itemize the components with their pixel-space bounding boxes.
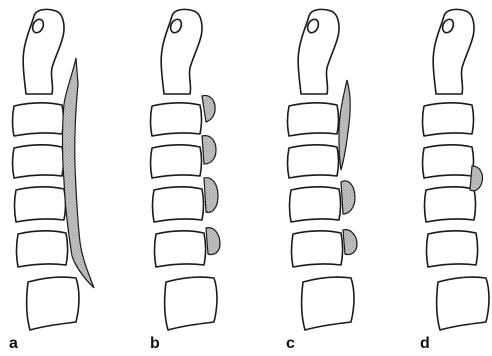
panel-label-c: c — [286, 336, 295, 352]
panel-label-d: d — [420, 336, 430, 352]
ossified-segment-lower-2 — [343, 230, 357, 255]
ossified-segment-3 — [204, 178, 218, 213]
panel-label-a: a — [9, 336, 18, 352]
ossified-segment-4 — [206, 228, 220, 255]
panel-a — [13, 9, 95, 330]
ossified-focus — [470, 166, 483, 191]
ossified-segment-lower-1 — [341, 181, 355, 214]
ossified-segment-1 — [202, 95, 215, 122]
ossified-segment-2 — [202, 136, 216, 164]
panel-b — [151, 9, 221, 330]
panel-label-b: b — [150, 336, 160, 352]
panel-d — [423, 9, 490, 330]
panel-c — [288, 9, 358, 330]
ossified-ligament-upper — [339, 80, 350, 170]
